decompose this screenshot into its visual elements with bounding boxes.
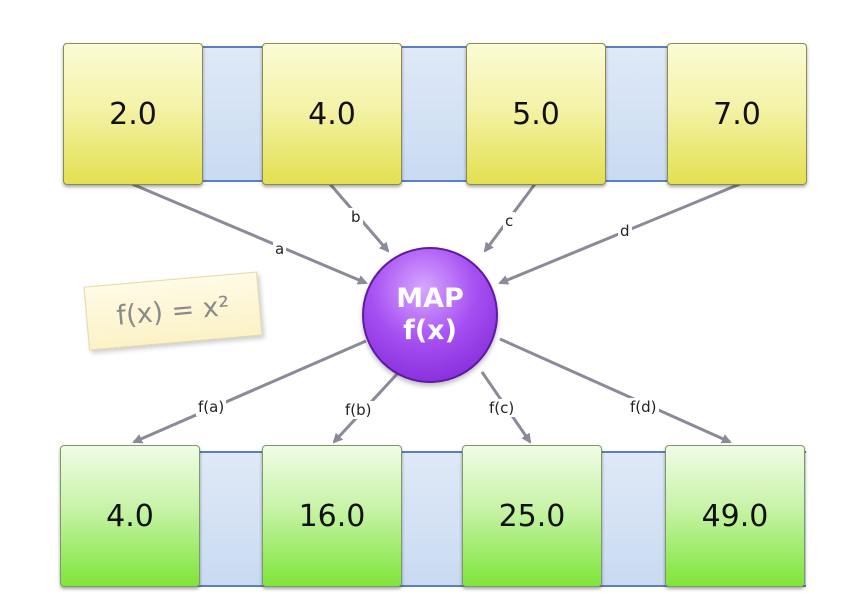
edge-label-fc: f(c): [487, 399, 517, 417]
edge-label-c: c: [503, 212, 516, 230]
input-cell: 2.0: [63, 43, 203, 185]
edge-label-fd: f(d): [628, 398, 659, 416]
edge-label-d: d: [618, 222, 632, 240]
edge-label-fb: f(b): [343, 401, 374, 419]
edge-label-fa: f(a): [196, 398, 227, 416]
output-cell: 49.0: [665, 445, 805, 587]
output-cell: 25.0: [462, 445, 602, 587]
map-function-node: MAP f(x): [362, 247, 498, 383]
map-title: MAP: [396, 283, 464, 314]
edge-label-b: b: [349, 208, 363, 226]
input-cell: 5.0: [466, 43, 606, 185]
arrow-output-a: [132, 339, 367, 444]
edge-label-a: a: [273, 240, 287, 258]
arrow-output-d: [499, 337, 732, 444]
output-cell: 4.0: [60, 445, 200, 587]
arrow-input-a: [131, 182, 368, 285]
input-cell: 4.0: [262, 43, 402, 185]
map-function-label: f(x): [403, 315, 457, 346]
formula-text: f(x) = x²: [115, 290, 231, 332]
input-cell: 7.0: [667, 43, 807, 185]
output-cell: 16.0: [262, 445, 402, 587]
